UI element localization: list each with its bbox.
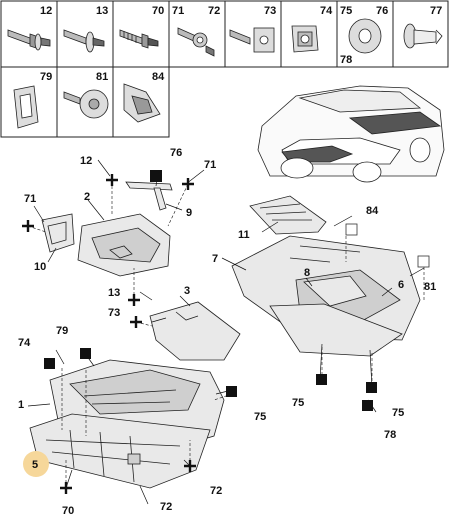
callout-72: 72 xyxy=(210,485,222,497)
grid-label-78: 78 xyxy=(340,54,352,66)
filled-square-marker xyxy=(226,386,237,397)
grid-label-76: 76 xyxy=(376,5,388,17)
callout-75-right: 75 xyxy=(392,407,404,419)
callout-13: 13 xyxy=(108,287,120,299)
callout-5: 5 xyxy=(32,459,38,471)
filled-square-marker xyxy=(316,374,327,385)
filled-square-marker xyxy=(44,358,55,369)
plus-marker xyxy=(128,294,140,306)
plus-marker xyxy=(60,482,72,494)
callout-6: 6 xyxy=(398,279,404,291)
fastener-icon-grid-row2: 79 81 84 xyxy=(0,66,170,138)
screw-washer-icon xyxy=(63,29,105,53)
screw-cage-nut-icon xyxy=(229,27,275,53)
open-square-marker xyxy=(417,255,430,268)
spring-clip-icon xyxy=(13,85,39,129)
callout-71: 71 xyxy=(204,159,216,171)
callout-71-left: 71 xyxy=(24,193,36,205)
callout-1: 1 xyxy=(18,399,24,411)
brace-bracket-assembly xyxy=(41,181,173,277)
bolt-large-washer-icon xyxy=(63,89,109,119)
callout-84: 84 xyxy=(366,205,379,217)
callout-76: 76 xyxy=(170,147,182,159)
grid-label-12: 12 xyxy=(40,5,52,17)
callout-2: 2 xyxy=(84,191,90,203)
callout-75: 75 xyxy=(254,411,266,423)
plus-marker xyxy=(130,316,142,328)
grid-label-75: 75 xyxy=(340,5,352,17)
plus-marker xyxy=(22,220,34,232)
callout-73: 73 xyxy=(108,307,120,319)
grid-label-84: 84 xyxy=(152,71,165,83)
plus-marker xyxy=(182,178,194,190)
filled-square-marker xyxy=(366,382,377,393)
callout-10: 10 xyxy=(34,261,46,273)
callout-9: 9 xyxy=(186,207,192,219)
washer-icon xyxy=(348,18,382,54)
callout-78: 78 xyxy=(384,429,396,441)
clip-nut-icon xyxy=(291,25,319,53)
callout-74: 74 xyxy=(18,337,31,349)
fastener-markers xyxy=(22,170,430,494)
filled-square-marker xyxy=(362,400,373,411)
push-clip-icon xyxy=(403,23,443,49)
callout-labels: 12 76 71 2 9 71 10 11 84 7 8 6 81 13 3 7… xyxy=(18,147,436,517)
callout-5-highlight xyxy=(23,451,49,477)
rear-undertray-assembly xyxy=(231,195,421,357)
filled-square-marker xyxy=(80,348,91,359)
callout-3: 3 xyxy=(184,285,190,297)
plus-marker xyxy=(106,174,118,186)
screw-and-nut-icon xyxy=(177,27,215,57)
callout-11: 11 xyxy=(238,229,250,241)
bolt-flange-icon xyxy=(7,29,51,51)
grid-label-79: 79 xyxy=(40,71,52,83)
grid-label-77: 77 xyxy=(430,5,442,17)
callout-7: 7 xyxy=(212,253,218,265)
threaded-screw-icon xyxy=(119,29,159,49)
fastener-icon-grid-row1: 12 13 70 71 72 73 74 75 76 77 78 xyxy=(0,0,449,68)
bracket-clip-icon xyxy=(123,83,161,123)
grid-label-71: 71 xyxy=(172,5,184,17)
callout-81: 81 xyxy=(424,281,436,293)
heat-shield-panel xyxy=(149,301,241,361)
grid-label-74: 74 xyxy=(320,5,333,17)
callout-12: 12 xyxy=(80,155,92,167)
grid-label-81: 81 xyxy=(96,71,108,83)
grid-label-13: 13 xyxy=(96,5,108,17)
car-overview-icon xyxy=(257,85,445,183)
front-undertray-assembly xyxy=(29,359,225,489)
grid-label-70: 70 xyxy=(152,5,164,17)
callout-70: 70 xyxy=(62,505,74,517)
plus-marker xyxy=(184,460,196,472)
filled-square-marker xyxy=(150,170,162,182)
callout-8: 8 xyxy=(304,267,310,279)
callout-75-mid: 75 xyxy=(292,397,304,409)
open-square-marker xyxy=(345,223,358,236)
callout-79: 79 xyxy=(56,325,68,337)
callout-72-bottom: 72 xyxy=(160,501,172,513)
grid-label-73: 73 xyxy=(264,5,276,17)
grid-label-72: 72 xyxy=(208,5,220,17)
